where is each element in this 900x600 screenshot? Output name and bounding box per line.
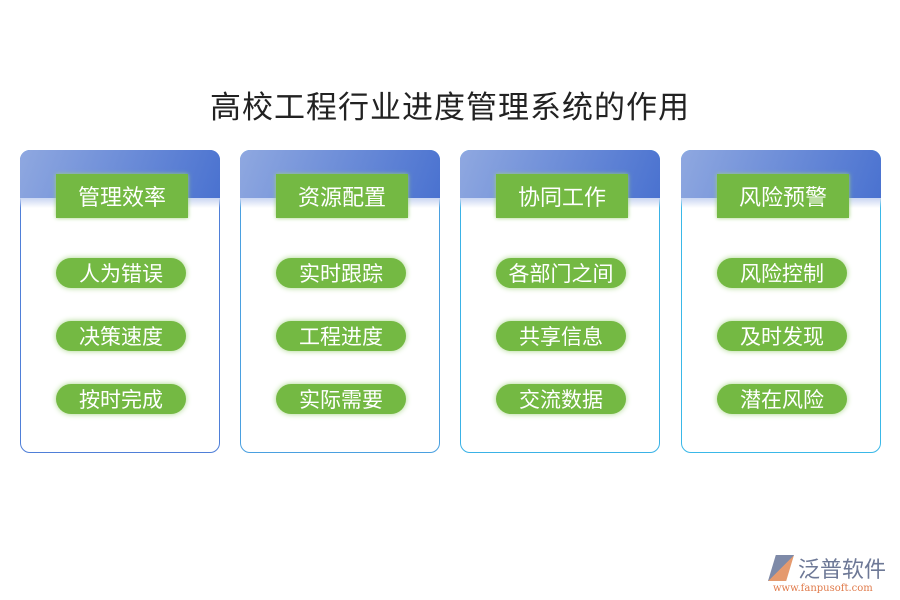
card-heading: 风险预警	[717, 174, 849, 218]
logo-icon	[768, 555, 794, 581]
card-item: 按时完成	[56, 384, 186, 414]
fanpu-logo: 泛普软件	[768, 552, 886, 584]
card-item: 各部门之间	[496, 258, 626, 288]
logo-name: 泛普软件	[798, 558, 887, 583]
logo-url: www.fanpusoft.com	[773, 583, 873, 594]
card-heading: 协同工作	[496, 174, 628, 218]
page-title: 高校工程行业进度管理系统的作用	[210, 90, 690, 126]
card-item: 工程进度	[276, 321, 406, 351]
card-item: 决策速度	[56, 321, 186, 351]
card-2: 资源配置实时跟踪工程进度实际需要	[240, 150, 440, 453]
card-1: 管理效率人为错误决策速度按时完成	[20, 150, 220, 453]
card-4: 风险预警风险控制及时发现潜在风险	[681, 150, 881, 453]
card-heading: 资源配置	[276, 174, 408, 218]
card-heading: 管理效率	[56, 174, 188, 218]
card-item: 实际需要	[276, 384, 406, 414]
card-item: 交流数据	[496, 384, 626, 414]
card-3: 协同工作各部门之间共享信息交流数据	[460, 150, 660, 453]
card-item: 及时发现	[717, 321, 847, 351]
card-item: 人为错误	[56, 258, 186, 288]
card-item: 潜在风险	[717, 384, 847, 414]
card-item: 共享信息	[496, 321, 626, 351]
card-item: 风险控制	[717, 258, 847, 288]
card-item: 实时跟踪	[276, 258, 406, 288]
